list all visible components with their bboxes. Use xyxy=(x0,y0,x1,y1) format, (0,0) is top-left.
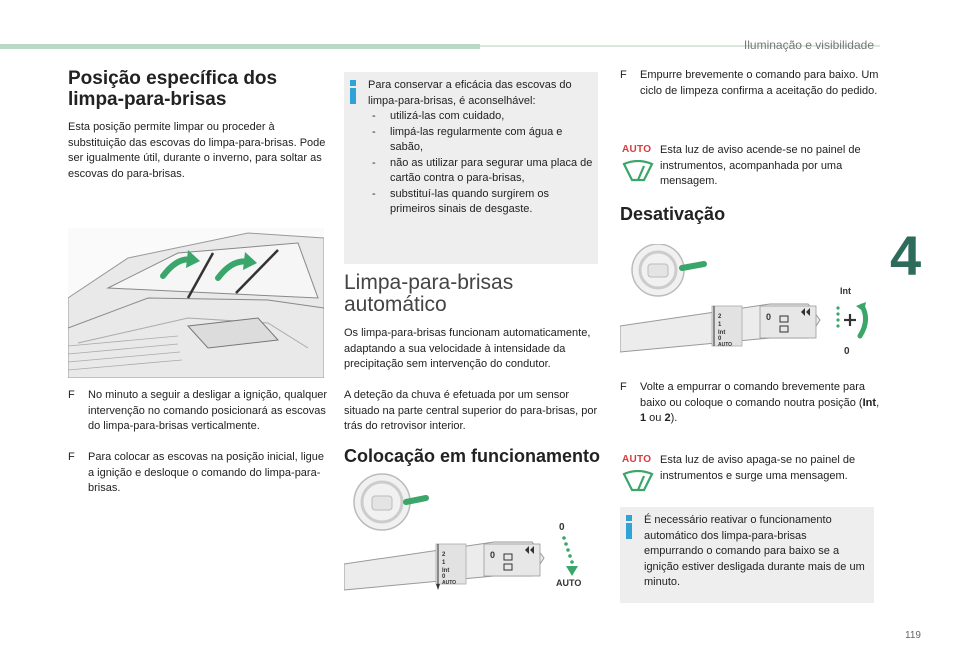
intro-paragraph: Esta posição permite limpar ou proceder … xyxy=(68,121,326,180)
svg-text:Int: Int xyxy=(718,330,725,336)
svg-text:0: 0 xyxy=(766,312,771,322)
warning-on-text: Esta luz de aviso acende-se no painel de… xyxy=(660,144,861,187)
wiper-warning-icon xyxy=(622,160,654,182)
wiper-lever-icon xyxy=(620,303,821,353)
auto-paragraph-2: A deteção da chuva é efetuada por um sen… xyxy=(344,389,598,432)
info-box-wiper-care: Para conservar a eficácia das escovas do… xyxy=(344,72,598,264)
info-box-reactivate: É necessário reativar o funcionamento au… xyxy=(620,507,874,603)
warning-off-text: Esta luz de aviso apaga-se no painel de … xyxy=(660,454,856,482)
header-bar xyxy=(0,44,480,49)
svg-text:0: 0 xyxy=(490,550,495,560)
chapter-number: 4 xyxy=(890,224,922,287)
wiper-warning-icon xyxy=(622,470,654,492)
svg-text:AUTO: AUTO xyxy=(556,578,581,588)
car-windshield-illustration xyxy=(68,228,324,378)
svg-text:1: 1 xyxy=(442,560,446,566)
section-title: Iluminação e visibilidade xyxy=(743,38,874,52)
list-item: -utilizá-las com cuidado, xyxy=(372,110,505,122)
svg-text:AUTO: AUTO xyxy=(718,342,732,348)
svg-text:Int: Int xyxy=(442,568,449,574)
list-item: -limpá-las regularmente com água e sabão… xyxy=(372,125,563,154)
auto-badge: AUTO xyxy=(622,144,652,155)
bullet-item: F Volte a empurrar o comando brevemente … xyxy=(620,381,880,424)
list-item: -substituí-las quando surgirem os primei… xyxy=(372,187,549,216)
header-bar-thin xyxy=(480,45,880,47)
svg-text:AUTO: AUTO xyxy=(442,580,456,586)
svg-text:0: 0 xyxy=(559,522,565,533)
section-heading-specific-position: Posição específica dos limpa-para-brisas xyxy=(68,68,278,110)
page-number: 119 xyxy=(905,630,921,641)
wiper-lever-deactivation-illustration: 2 1 Int 0 AUTO 0 Int 0 xyxy=(620,244,868,357)
svg-text:0: 0 xyxy=(442,574,446,580)
bullet-item: F Para colocar as escovas na posição ini… xyxy=(68,451,325,494)
section-heading-activation: Colocação em funcionamento xyxy=(344,446,601,466)
svg-text:2: 2 xyxy=(442,552,446,558)
svg-text:1: 1 xyxy=(718,322,722,328)
auto-badge: AUTO xyxy=(622,454,652,465)
bullet-item: F No minuto a seguir a desligar a igniçã… xyxy=(68,389,328,432)
svg-text:0: 0 xyxy=(718,336,722,342)
section-heading-automatic-wipers: Limpa-para-brisas automático xyxy=(344,271,514,316)
svg-text:2: 2 xyxy=(718,314,722,320)
bullet-item: F Empurre brevemente o comando para baix… xyxy=(620,69,879,97)
svg-text:Int: Int xyxy=(840,286,851,296)
list-item: -não as utilizar para segurar uma placa … xyxy=(372,156,593,185)
steering-wheel-icon xyxy=(631,244,685,297)
wiper-lever-activation-illustration: 2 1 Int 0 AUTO 0 0 AUTO xyxy=(344,473,581,591)
section-heading-deactivation: Desativação xyxy=(620,204,726,224)
info-icon xyxy=(350,80,358,104)
info-icon xyxy=(626,515,634,539)
auto-paragraph-1: Os limpa-para-brisas funcionam automatic… xyxy=(344,327,591,370)
steering-wheel-icon xyxy=(353,473,411,531)
svg-text:0: 0 xyxy=(844,346,850,357)
